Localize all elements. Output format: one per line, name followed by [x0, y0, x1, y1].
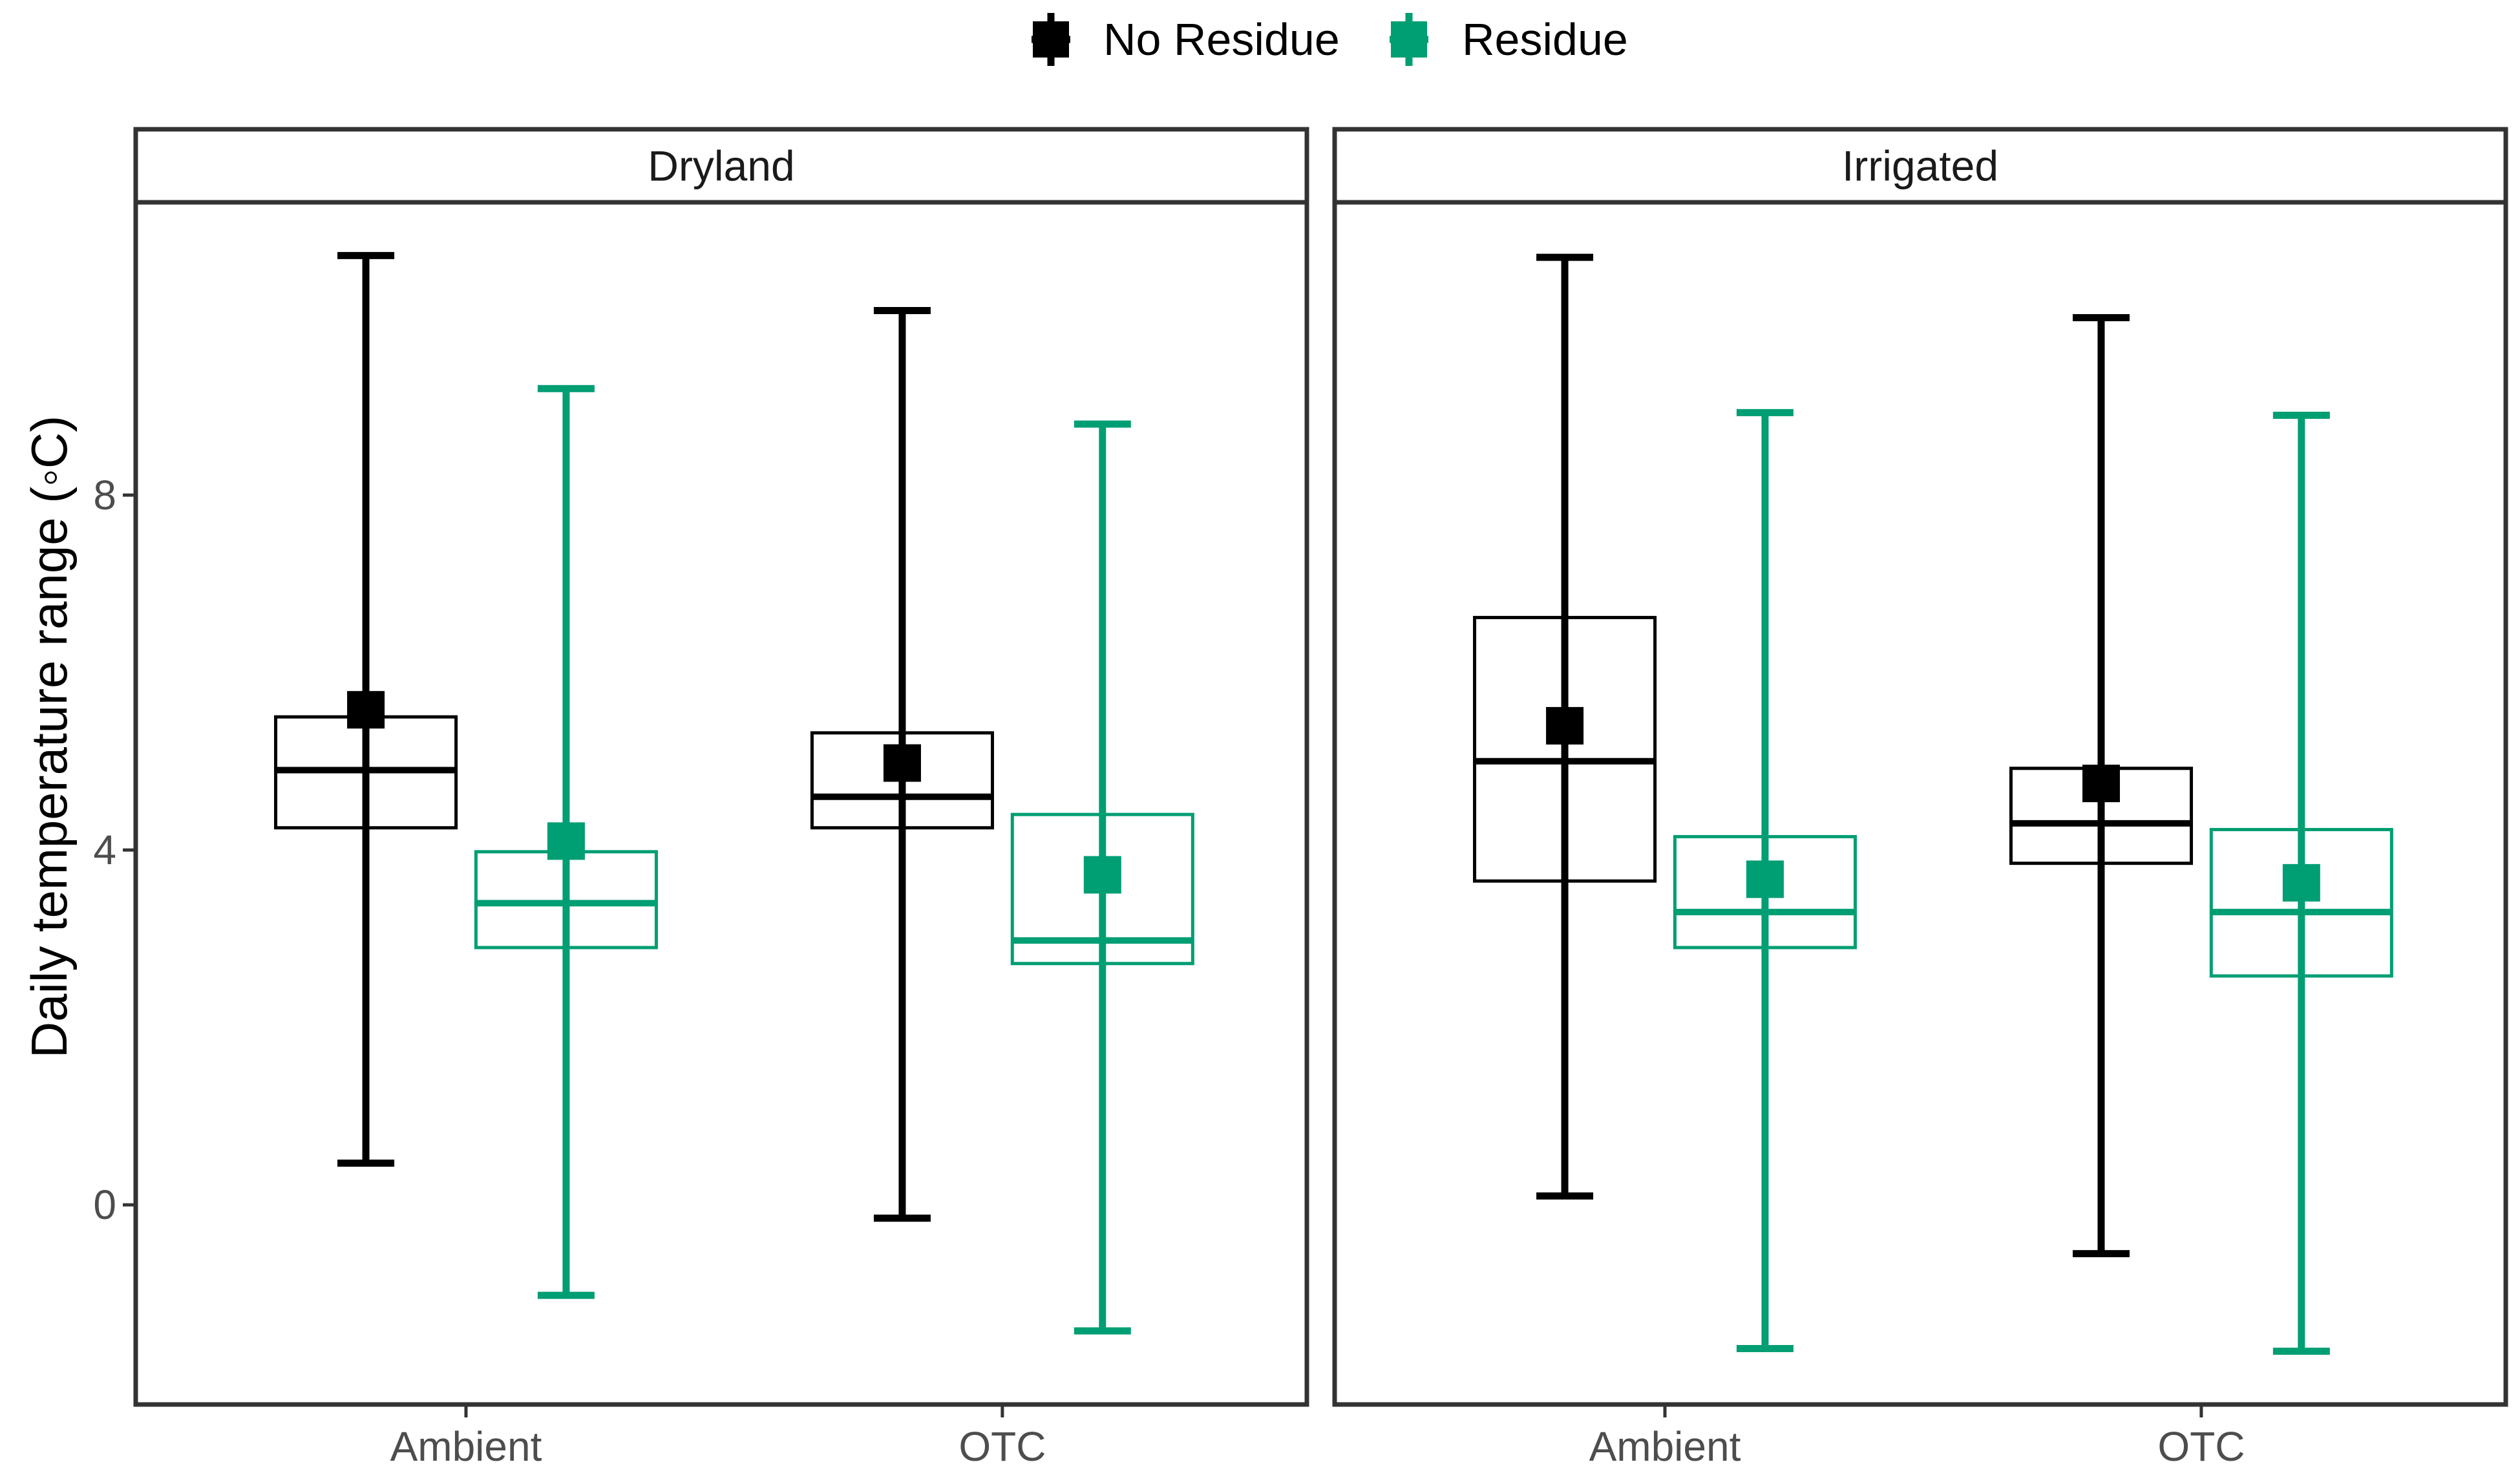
- x-tick-label: OTC: [958, 1423, 1046, 1470]
- x-tick-label: Ambient: [1589, 1423, 1741, 1470]
- y-tick-label: 8: [93, 472, 116, 518]
- legend-key-marker: [1033, 21, 1069, 58]
- mean-marker: [347, 691, 385, 729]
- mean-marker: [2282, 864, 2320, 902]
- y-tick-label: 0: [93, 1182, 116, 1228]
- mean-marker: [883, 744, 921, 782]
- group-ambient-no-residue: [274, 251, 458, 1167]
- y-axis: Daily temperature range (◦C) 0 4 8: [21, 416, 136, 1228]
- legend-item-no-residue: No Residue: [1032, 13, 1340, 66]
- legend: No Residue Residue: [1032, 13, 1628, 66]
- group-ambient-residue: [474, 385, 658, 1299]
- x-tick-label: OTC: [2157, 1423, 2245, 1470]
- facet-strip-label: Irrigated: [1842, 142, 1998, 190]
- y-tick-label: 4: [93, 827, 116, 873]
- mean-marker: [1546, 706, 1584, 745]
- mean-marker: [2082, 765, 2120, 803]
- legend-label: Residue: [1462, 14, 1628, 65]
- legend-item-residue: Residue: [1390, 13, 1628, 66]
- group-ambient-no-residue: [1473, 253, 1657, 1200]
- panel-border: [1332, 200, 2508, 1407]
- facet-strip-label: Dryland: [648, 142, 794, 190]
- group-otc-residue: [2209, 411, 2393, 1355]
- group-otc-residue: [1010, 420, 1194, 1335]
- mean-marker: [1746, 860, 1784, 898]
- y-axis-title: Daily temperature range (◦C): [21, 416, 78, 1058]
- group-otc-no-residue: [810, 306, 994, 1222]
- group-ambient-residue: [1673, 408, 1857, 1353]
- legend-label: No Residue: [1103, 14, 1340, 65]
- legend-key-marker: [1391, 21, 1427, 58]
- mean-marker: [547, 822, 585, 860]
- mean-marker: [1083, 856, 1121, 894]
- panel-border: [133, 200, 1309, 1407]
- group-otc-no-residue: [2009, 313, 2193, 1258]
- x-tick-label: Ambient: [390, 1423, 542, 1470]
